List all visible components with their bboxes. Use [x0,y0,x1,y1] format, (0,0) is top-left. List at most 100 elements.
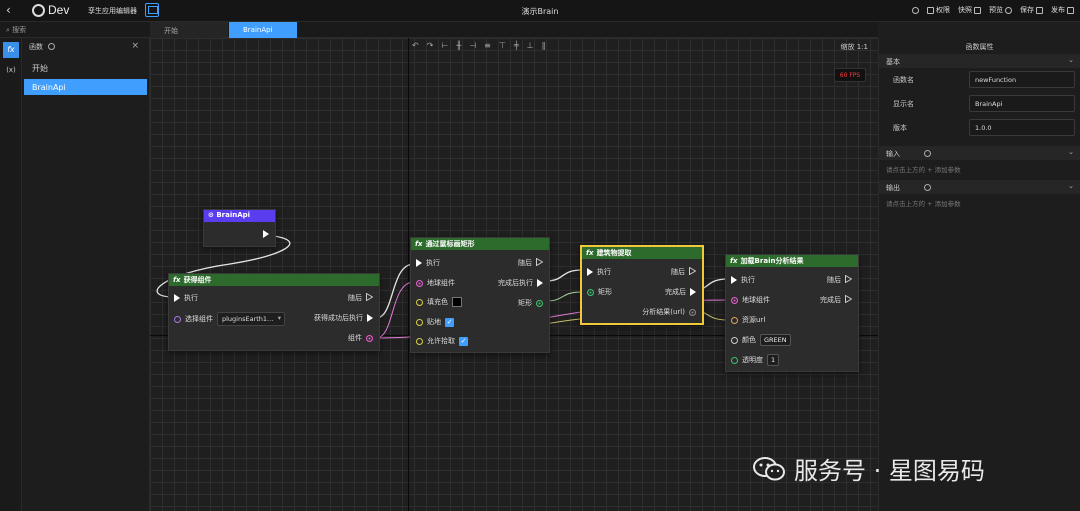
section-label: 基本 [886,58,900,66]
align-center-icon[interactable]: ╫ [456,41,462,50]
action-snapshot[interactable]: 快照 [958,5,981,15]
tab-start[interactable]: 开始 [150,22,228,38]
then-out-pin[interactable]: 随后 [671,266,697,277]
add-input-icon[interactable] [924,150,931,157]
earth-component-pin[interactable]: 地球组件 [731,295,770,305]
distribute-vertical-icon[interactable]: ∥ [541,41,546,50]
close-icon[interactable]: × [131,41,139,51]
allow-pick-pin: 允许拾取 ✓ [416,336,468,346]
rectangle-out-pin[interactable]: 矩形 [518,298,543,308]
pin-dot [536,299,543,307]
top-bar: ‹ Dev 孪生应用编辑器 演示Brain 权限 快照 预览 保存 发布 [0,0,1080,22]
exec-in-pin[interactable]: 执行 [416,258,440,268]
color-swatch[interactable] [452,297,462,307]
function-icon: fx [415,240,423,248]
exec-in-pin[interactable]: 执行 [587,267,611,277]
function-item-start[interactable]: 开始 [32,64,48,73]
color-input[interactable]: GREEN [760,334,791,346]
resource-url-pin[interactable]: 资源url [731,315,765,325]
field-label: 函数名 [893,76,914,84]
pin-label: 矩形 [598,288,612,296]
then-out-pin[interactable]: 随后 [827,274,853,285]
pin-label: 完成后 [665,288,686,296]
function-icon: fx [730,257,738,265]
function-item-brainapi[interactable]: BrainApi [24,79,147,95]
rectangle-in-pin[interactable]: 矩形 [587,287,612,297]
align-right-icon[interactable]: ⊣ [469,41,477,50]
pin-label: 随后 [518,259,532,267]
add-output-icon[interactable] [924,184,931,191]
back-icon[interactable]: ‹ [6,3,11,17]
variable-tab-icon[interactable]: (x) [6,66,16,74]
pin-dot[interactable] [174,315,181,323]
graph-canvas[interactable]: ↶ ↷ ⊢ ╫ ⊣ ≡ ⊤ ╪ ⊥ ∥ 缩放 1:1 60 FPS ⊙ Brai… [150,38,878,511]
screen-toggle-button[interactable] [145,3,159,17]
distribute-icon[interactable]: ≡ [484,41,491,50]
earth-component-pin[interactable]: 地球组件 [416,278,455,288]
align-bottom-icon[interactable]: ⊥ [526,41,534,50]
search-input[interactable]: ⌕ 搜索 [0,22,150,38]
done-out-pin[interactable]: 完成后执行 [498,278,543,288]
tab-brainapi[interactable]: BrainApi [229,22,297,38]
component-select[interactable]: pluginsEarth1... [217,312,285,326]
function-list-title: 函数 [29,43,43,51]
pin-dot[interactable] [731,336,738,344]
action-permission[interactable]: 权限 [927,5,950,15]
node-brainapi-event[interactable]: ⊙ BrainApi [203,209,276,247]
function-name-input[interactable]: newFunction [969,71,1075,88]
pin-label: 完成后执行 [498,279,533,287]
function-tab-icon[interactable]: fx [3,42,19,58]
wechat-icon [752,455,786,483]
opacity-input[interactable]: 1 [767,354,780,366]
output-section-header[interactable]: 输出⌄ [879,180,1080,194]
undo-icon[interactable]: ↶ [412,41,419,50]
fill-color-pin: 填充色 [416,297,462,307]
search-placeholder: 搜索 [12,26,27,34]
then-out-pin[interactable]: 随后 [518,257,544,268]
allow-pick-checkbox[interactable]: ✓ [459,336,468,346]
done-out-pin[interactable]: 完成后 [820,294,853,305]
display-name-input[interactable]: BrainApi [969,95,1075,112]
action-save[interactable]: 保存 [1020,5,1043,15]
output-hint: 请点击上方的 + 添加参数 [886,200,961,208]
redo-icon[interactable]: ↷ [426,41,434,50]
success-out-pin[interactable]: 获得成功后执行 [314,313,373,323]
pin-label: 随后 [671,268,685,276]
exec-in-pin[interactable]: 执行 [174,293,198,303]
add-function-icon[interactable] [48,43,55,50]
page-title: 演示Brain [521,7,559,16]
pin-label: 贴地 [427,318,441,326]
exec-arrow-icon [416,259,422,267]
pin-dot[interactable] [731,356,738,364]
version-input[interactable]: 1.0.0 [969,119,1075,136]
exec-arrow-icon [537,279,543,287]
action-publish[interactable]: 发布 [1051,5,1074,15]
clamp-checkbox[interactable]: ✓ [445,317,454,327]
refresh-icon[interactable] [912,6,919,14]
align-middle-icon[interactable]: ╪ [513,41,519,50]
align-left-icon[interactable]: ⊢ [441,41,449,50]
result-url-pin[interactable]: 分析结果(url) [642,307,696,317]
pin-label: 随后 [348,294,362,302]
exec-in-pin[interactable]: 执行 [731,275,755,285]
component-out-pin[interactable]: 组件 [348,333,373,343]
action-preview[interactable]: 预览 [989,5,1012,15]
exec-arrow-icon [367,314,373,322]
pin-dot[interactable] [416,318,423,326]
align-top-icon[interactable]: ⊤ [498,41,506,50]
app-name: 孪生应用编辑器 [88,7,137,15]
exec-arrow-icon [587,268,593,276]
input-section-header[interactable]: 输入⌄ [879,146,1080,160]
pin-dot[interactable] [416,298,423,306]
basic-section-header[interactable]: 基本⌄ [879,54,1080,68]
pin-label: 允许拾取 [427,337,455,345]
then-out-pin[interactable]: 随后 [348,292,374,303]
done-out-pin[interactable]: 完成后 [665,287,696,297]
exec-out-pin[interactable] [263,230,269,238]
pin-dot[interactable] [416,337,423,345]
